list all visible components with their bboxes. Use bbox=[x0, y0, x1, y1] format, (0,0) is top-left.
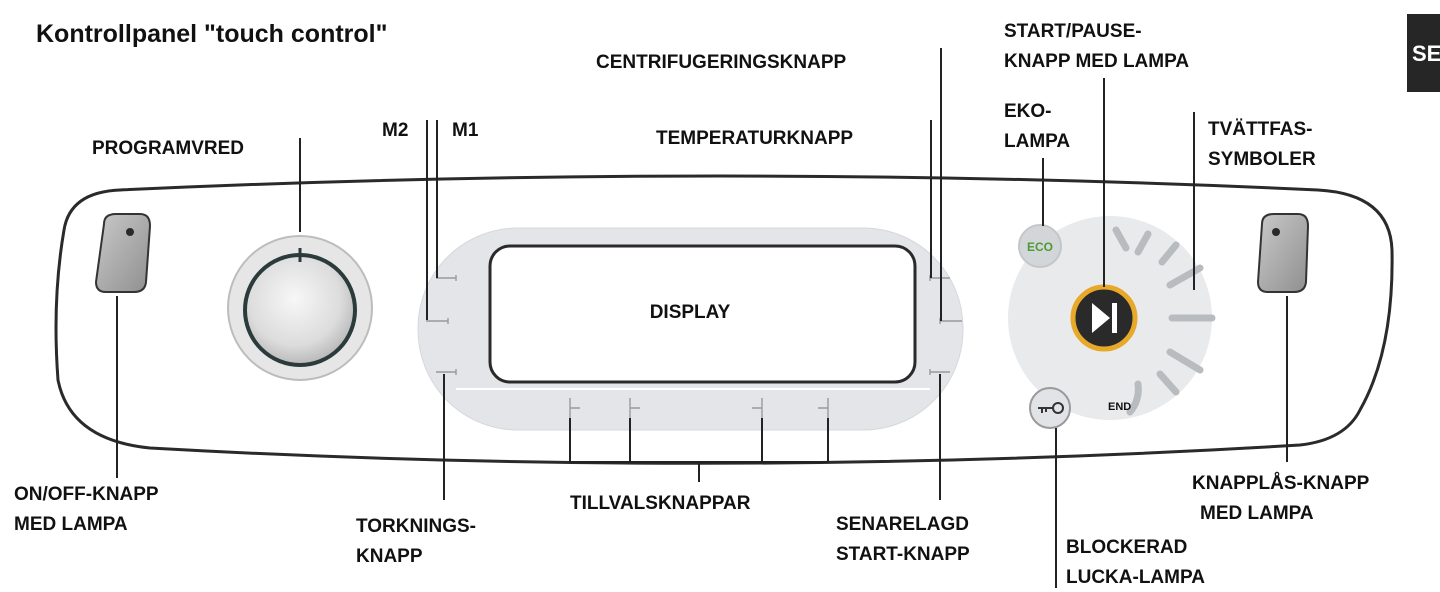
label-m2: M2 bbox=[382, 120, 408, 141]
eco-lamp: ECO bbox=[1018, 224, 1062, 268]
door-lock-lamp bbox=[1029, 387, 1071, 429]
label-eko-line2: LAMPA bbox=[1004, 131, 1070, 152]
label-eko-line1: EKO- bbox=[1004, 101, 1052, 122]
start-pause-button[interactable] bbox=[1070, 284, 1138, 352]
label-programvred: PROGRAMVRED bbox=[92, 138, 244, 159]
onoff-lamp bbox=[126, 228, 134, 236]
phase-segments bbox=[1112, 226, 1216, 396]
language-tab: SE bbox=[1407, 14, 1440, 92]
end-segment bbox=[1126, 380, 1142, 416]
label-blockerad-line2: LUCKA-LAMPA bbox=[1066, 567, 1205, 588]
label-start-pause-line2: KNAPP MED LAMPA bbox=[1004, 51, 1189, 72]
label-temperatur: TEMPERATURKNAPP bbox=[656, 128, 853, 149]
display-label: DISPLAY bbox=[650, 302, 731, 323]
label-knapplas-line2: MED LAMPA bbox=[1200, 503, 1314, 524]
label-centrifugering: CENTRIFUGERINGSKNAPP bbox=[596, 52, 847, 73]
label-torkning-line2: KNAPP bbox=[356, 546, 423, 567]
end-label: END bbox=[1108, 401, 1131, 413]
play-pause-icon bbox=[1092, 303, 1117, 333]
label-tillval: TILLVALSKNAPPAR bbox=[570, 493, 751, 514]
key-icon bbox=[1038, 402, 1064, 414]
eco-icon: ECO bbox=[1027, 240, 1053, 254]
label-onoff-line1: ON/OFF-KNAPP bbox=[14, 484, 159, 505]
diagram-title: Kontrollpanel "touch control" bbox=[36, 20, 387, 48]
label-tvattfas-line1: TVÄTTFAS- bbox=[1208, 119, 1313, 140]
label-onoff-line2: MED LAMPA bbox=[14, 514, 128, 535]
child-lock-lamp bbox=[1272, 228, 1280, 236]
program-knob[interactable] bbox=[227, 235, 373, 381]
onoff-button[interactable] bbox=[94, 213, 152, 293]
leader-tillval bbox=[569, 418, 829, 482]
label-senarelagd-line2: START-KNAPP bbox=[836, 544, 970, 565]
display-screen bbox=[488, 244, 917, 384]
child-lock-button[interactable] bbox=[1256, 213, 1310, 293]
label-m1: M1 bbox=[452, 120, 479, 141]
label-torkning-line1: TORKNINGS- bbox=[356, 516, 476, 537]
label-start-pause-line1: START/PAUSE- bbox=[1004, 21, 1142, 42]
language-tab-label: SE bbox=[1412, 41, 1440, 66]
label-senarelagd-line1: SENARELAGD bbox=[836, 514, 969, 535]
label-knapplas-line1: KNAPPLÅS-KNAPP bbox=[1192, 473, 1370, 494]
label-tvattfas-line2: SYMBOLER bbox=[1208, 149, 1316, 170]
label-blockerad-line1: BLOCKERAD bbox=[1066, 537, 1187, 558]
